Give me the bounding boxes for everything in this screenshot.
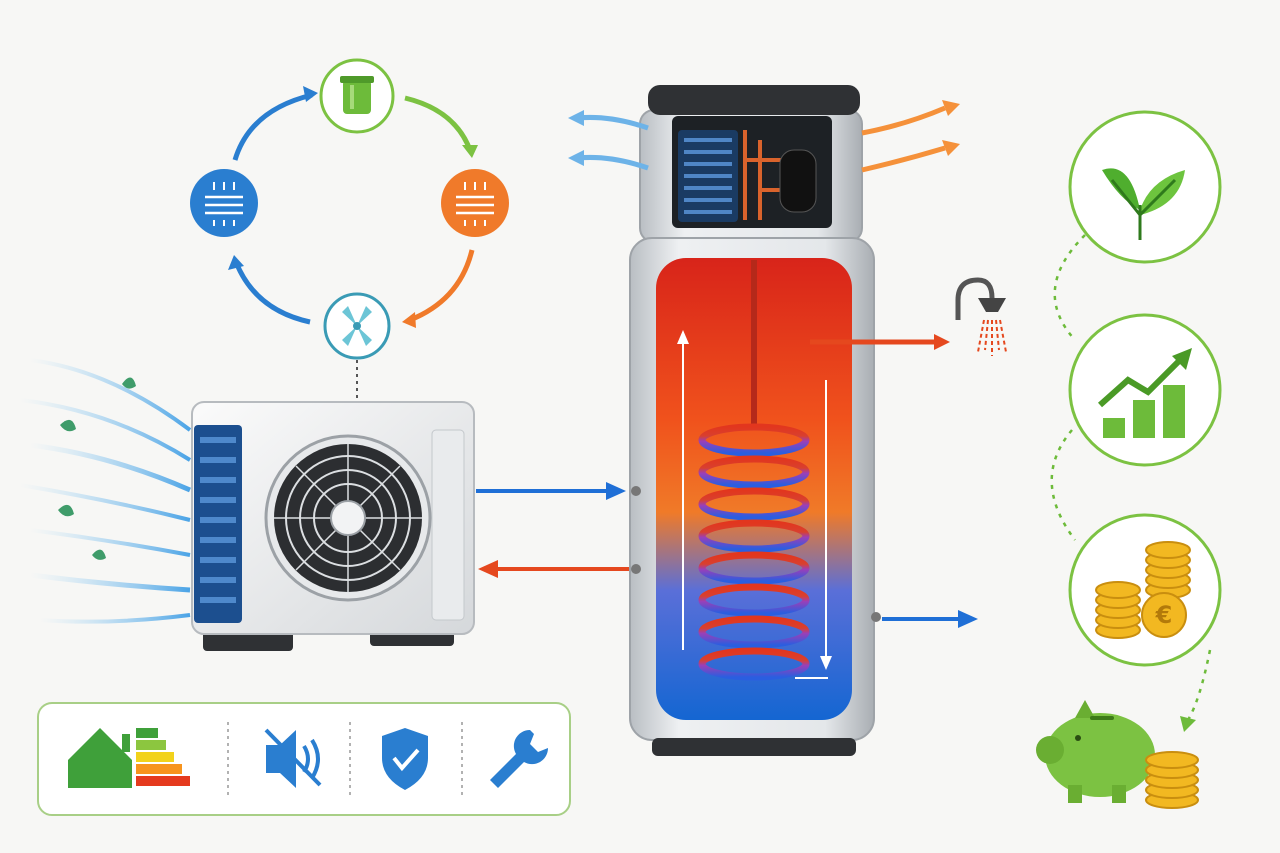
compressor [779,149,817,213]
leaf-icon [122,377,136,389]
refrigerant-cycle [190,58,509,405]
features-bar [37,702,571,816]
water-tank [629,85,875,756]
piggy-bank-icon [1036,700,1199,809]
shield-check-icon [382,728,428,790]
energy-label-house-icon [68,728,190,788]
evaporator-icon [190,169,258,237]
leaf-icon [92,549,106,560]
growth-chart-icon [1068,313,1222,467]
air-intake-wind [19,358,192,624]
refrigerant-lines [476,482,630,578]
compressor-icon [319,58,395,134]
wrench-icon [490,729,549,788]
cycle-arrow-orange [409,249,475,323]
cycle-arrow-green [404,95,473,151]
fan-hub [330,500,366,536]
leaf-icon [60,419,76,432]
shower-head-icon [955,277,995,320]
leaf-icon [1068,110,1222,264]
expansion-valve-icon [323,292,391,360]
cycle-arrow-blue-up [232,92,313,161]
heating-coil [698,423,810,681]
leaf-icon [58,504,74,517]
side-fins [194,425,242,623]
exhaust-airflow [568,100,960,173]
condenser-icon [441,169,509,237]
cold-water-outlet [871,610,978,628]
hot-water-outlet [810,277,1007,356]
cycle-arrow-blue-down [233,261,311,325]
benefits-column: € [1036,110,1222,809]
outdoor-unit [191,401,475,651]
euro-sign: € [1155,601,1173,629]
mute-speaker-icon [264,728,322,788]
coins-euro-icon: € [1068,513,1222,667]
